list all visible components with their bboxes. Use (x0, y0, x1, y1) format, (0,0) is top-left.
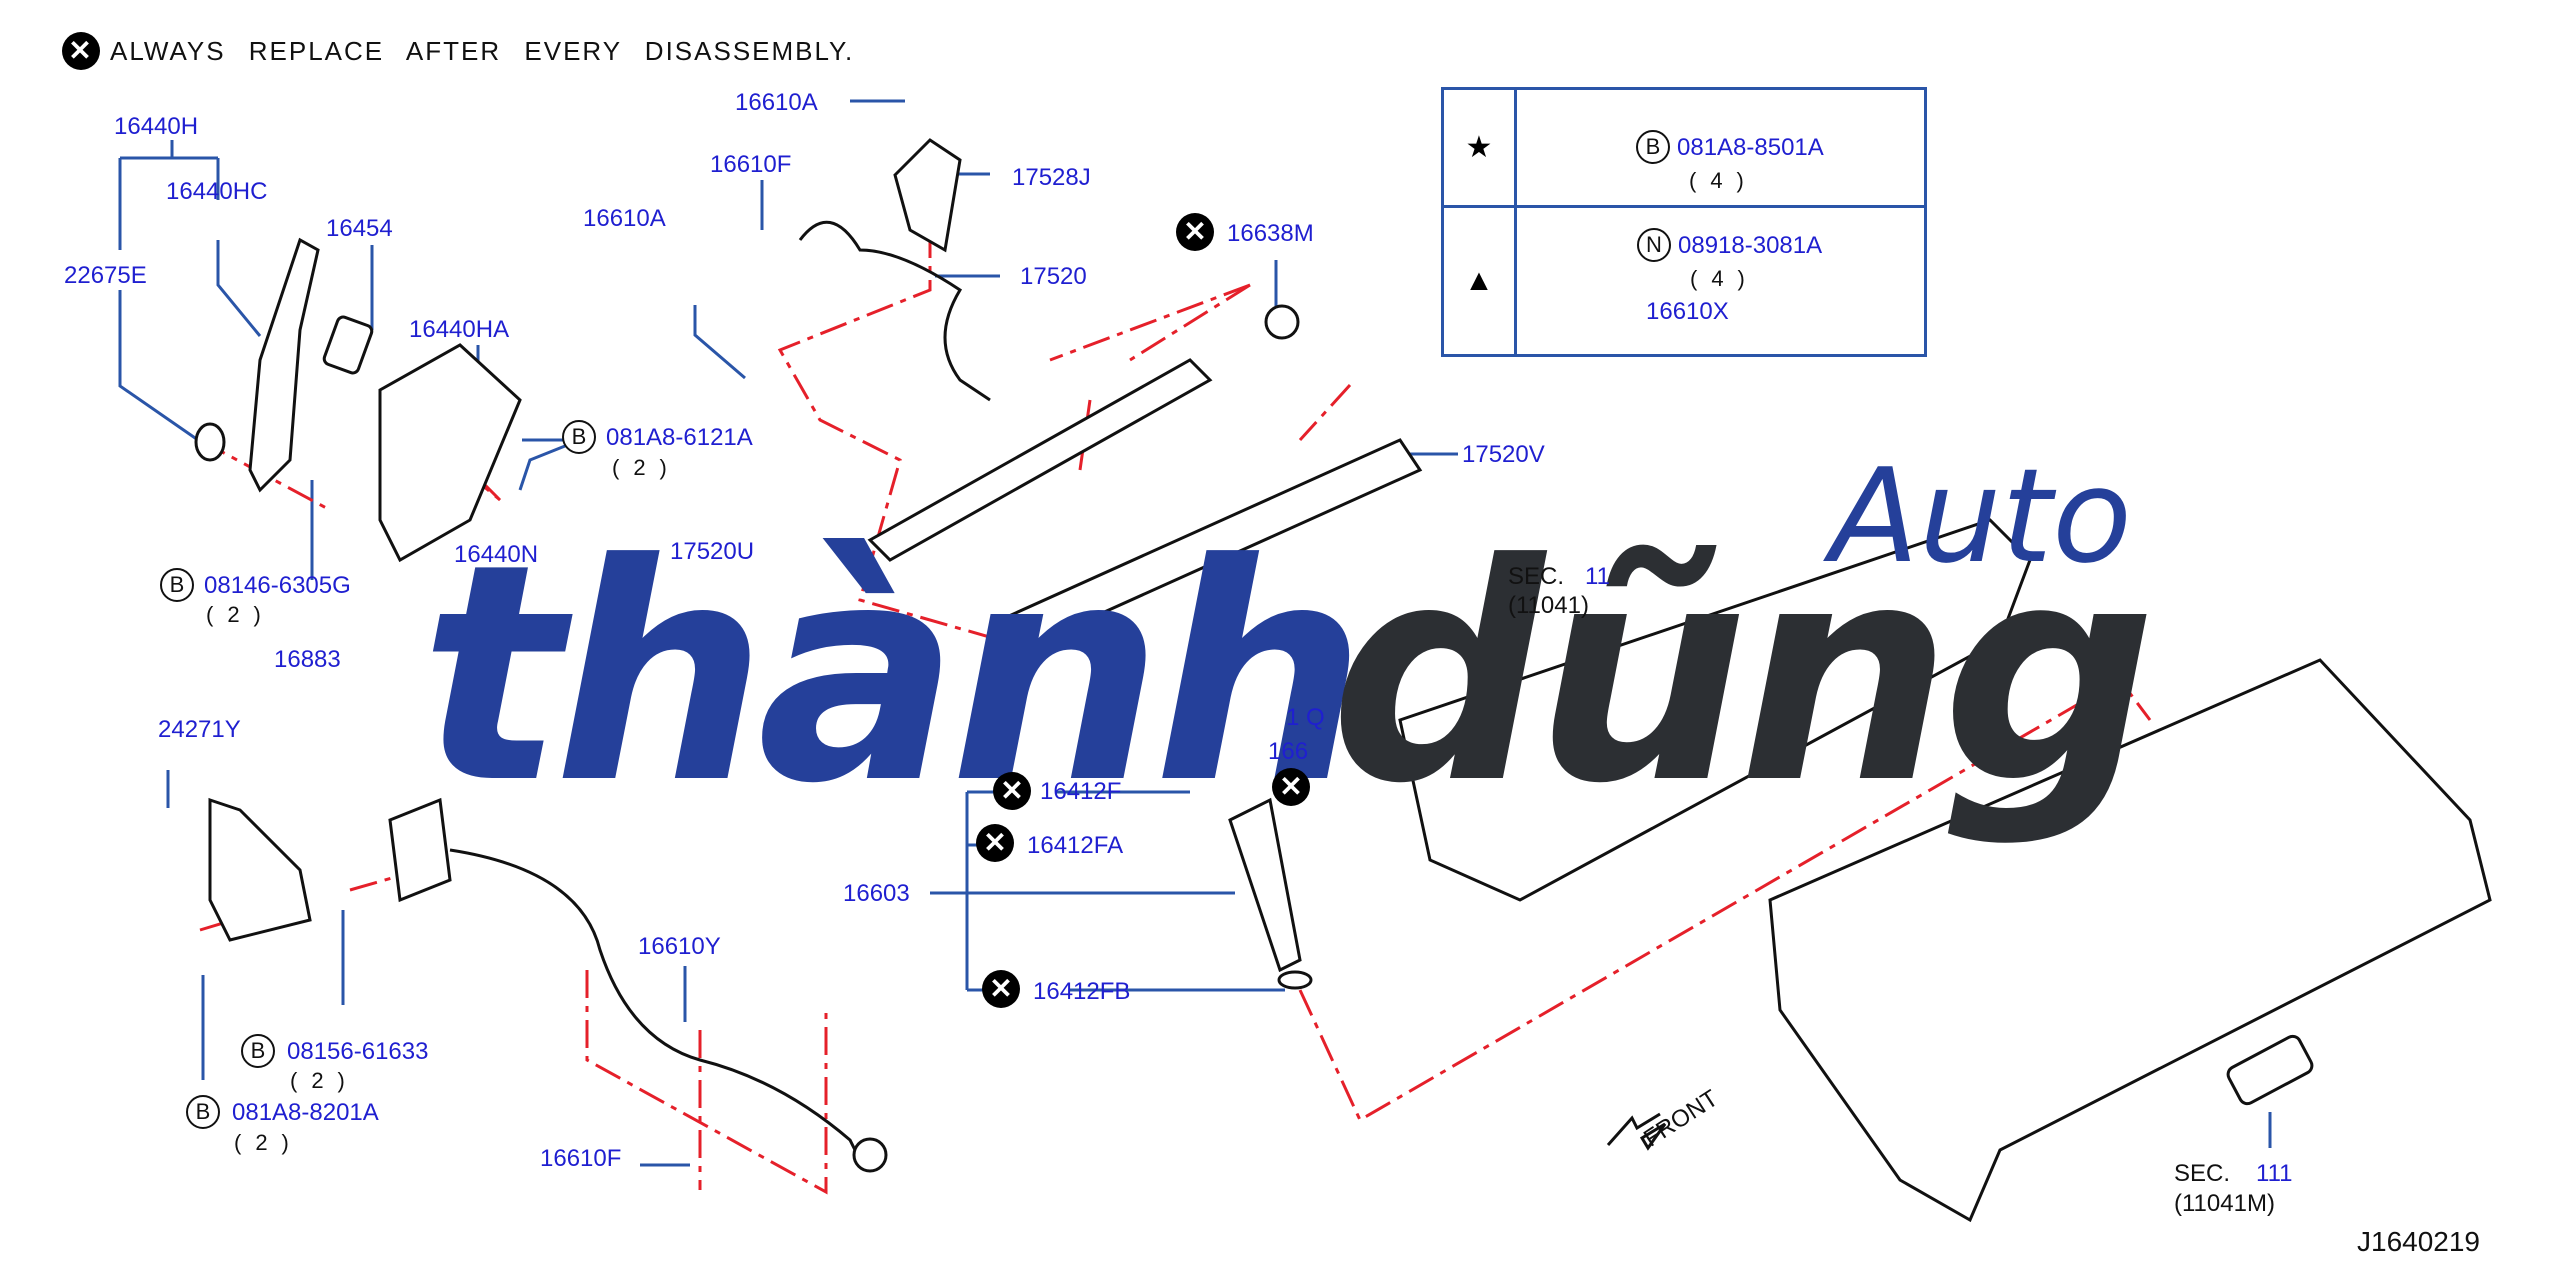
part-16440HC[interactable]: 16440HC (166, 178, 268, 205)
legend-row-star: ★ B 081A8-8501A (4) (1444, 90, 1924, 208)
legend-part-081A8-8501A[interactable]: 081A8-8501A (1677, 134, 1824, 161)
legend-part-08918-3081A[interactable]: 08918-3081A (1678, 232, 1823, 259)
part-16412FB[interactable]: 16412FB (1033, 978, 1131, 1005)
part-081A8-8201A[interactable]: 081A8-8201A (232, 1099, 379, 1126)
qty-label: (2) (290, 1068, 359, 1093)
part-22675E[interactable]: 22675E (64, 262, 147, 289)
qty-label: (2) (612, 455, 681, 480)
part-16638M[interactable]: 16638M (1227, 220, 1314, 247)
replacement-note: ✕ ALWAYS REPLACE AFTER EVERY DISASSEMBLY… (62, 32, 854, 70)
star-icon: ★ (1444, 90, 1517, 205)
legend-part-16610X[interactable]: 16610X (1646, 298, 1729, 325)
legend-qty: (4) (1690, 266, 1759, 291)
replace-x-icon: ✕ (1272, 768, 1310, 806)
bolt-type-b-circle: B (186, 1095, 220, 1129)
section-ref-upper-number[interactable]: 11 (1585, 563, 1610, 590)
part-16610Y[interactable]: 16610Y (638, 933, 721, 960)
front-arrow (1606, 1112, 1667, 1151)
fastener-legend: ★ B 081A8-8501A (4) ▲ N 08918-3081A (4) … (1441, 87, 1927, 357)
part-16440HA[interactable]: 16440HA (409, 316, 510, 343)
bolt-type-b-circle: B (160, 568, 194, 602)
watermark-word-auto: Auto (1830, 440, 2132, 592)
section-ref-lower-prefix: SEC. (2174, 1160, 2231, 1187)
leader-lines (118, 99, 2272, 1167)
part-16610F-top[interactable]: 16610F (710, 151, 792, 178)
part-16610A-top[interactable]: 16610A (735, 89, 818, 116)
part-16440N[interactable]: 16440N (454, 541, 539, 568)
section-ref-upper-code: (11041) (1508, 592, 1589, 619)
part-16610A-left[interactable]: 16610A (583, 205, 666, 232)
part-17520U[interactable]: 17520U (670, 538, 755, 565)
watermark-word-thanh: thành (420, 500, 1367, 849)
note-text: ALWAYS REPLACE AFTER EVERY DISASSEMBLY. (110, 35, 855, 66)
bolt-type-b-circle: B (562, 420, 596, 454)
part-obscured-q[interactable]: 1 Q (1286, 704, 1325, 731)
part-16412FA[interactable]: 16412FA (1027, 832, 1124, 859)
watermark-word-dung: dũng (1330, 500, 2157, 849)
x-circle-icon: ✕ (62, 32, 100, 70)
part-shapes (194, 138, 2492, 1223)
bolt-type-b-circle: B (1636, 130, 1670, 164)
legend-qty: (4) (1689, 168, 1758, 193)
replace-x-icon: ✕ (1176, 213, 1214, 251)
part-16412F[interactable]: 16412F (1040, 778, 1122, 805)
section-ref-upper-prefix: SEC. (1508, 563, 1565, 590)
triangle-icon: ▲ (1444, 208, 1517, 354)
part-obscured-166[interactable]: 166 (1268, 738, 1309, 765)
replace-x-icon: ✕ (976, 824, 1014, 862)
part-24271Y[interactable]: 24271Y (158, 716, 241, 743)
bolt-type-b-circle: B (241, 1034, 275, 1068)
qty-label: (2) (234, 1130, 303, 1155)
part-17528J[interactable]: 17528J (1012, 164, 1091, 191)
part-16603[interactable]: 16603 (843, 880, 910, 907)
part-16883[interactable]: 16883 (274, 646, 341, 673)
legend-row-triangle: ▲ N 08918-3081A (4) 16610X (1444, 208, 1924, 354)
diagram-code: J1640219 (2357, 1226, 2481, 1257)
replace-x-icon: ✕ (993, 772, 1031, 810)
part-16454[interactable]: 16454 (326, 215, 393, 242)
part-17520[interactable]: 17520 (1020, 263, 1087, 290)
part-08146-6305G[interactable]: 08146-6305G (204, 572, 351, 599)
qty-label: (2) (206, 602, 275, 627)
part-081A8-6121A[interactable]: 081A8-6121A (606, 424, 753, 451)
part-16610F-bottom[interactable]: 16610F (540, 1145, 622, 1172)
part-17520V[interactable]: 17520V (1462, 441, 1545, 468)
section-ref-lower-code: (11041M) (2174, 1190, 2275, 1217)
nut-type-n-circle: N (1637, 228, 1671, 262)
section-ref-lower-number[interactable]: 111 (2256, 1160, 2293, 1187)
replace-x-icon: ✕ (982, 970, 1020, 1008)
part-16440H[interactable]: 16440H (114, 113, 199, 140)
part-08156-61633[interactable]: 08156-61633 (287, 1038, 429, 1065)
